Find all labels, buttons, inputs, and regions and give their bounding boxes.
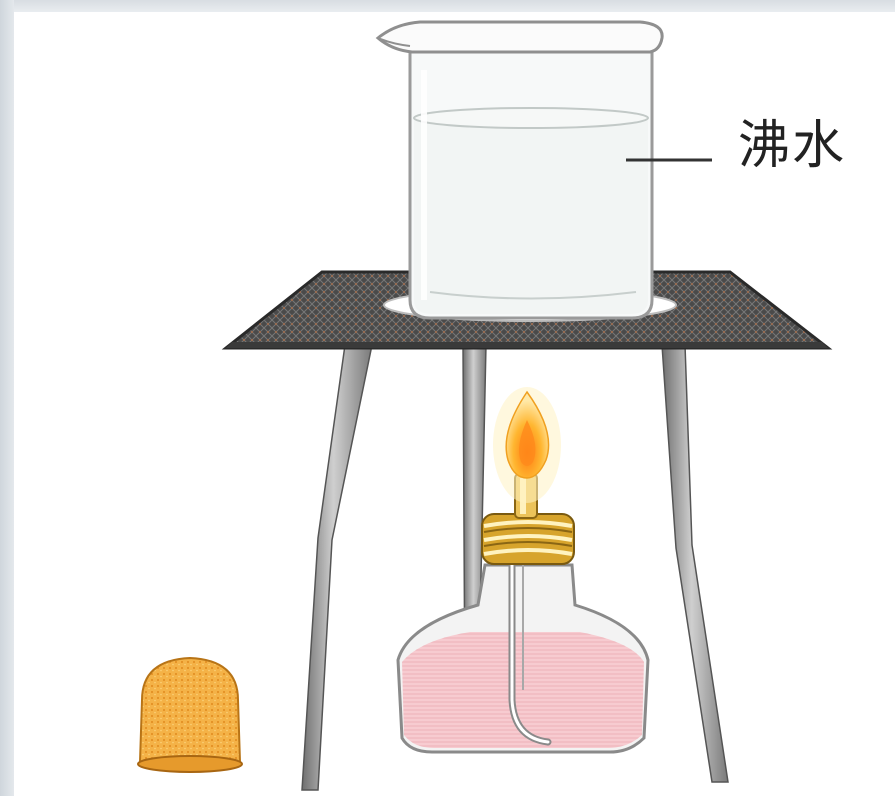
tripod-leg-left [301,344,373,791]
lamp-collar [481,513,575,565]
boiling-water [414,118,648,314]
alcohol-lamp [396,473,650,754]
tripod-leg-right [661,344,729,783]
lamp-cap [137,656,243,773]
flame [493,387,561,503]
frame-left-border [0,0,14,796]
frame-top-border [0,0,895,12]
beaker [375,20,664,320]
beaker-rim [375,20,664,54]
boiling-water-label: 沸水 [738,116,847,176]
